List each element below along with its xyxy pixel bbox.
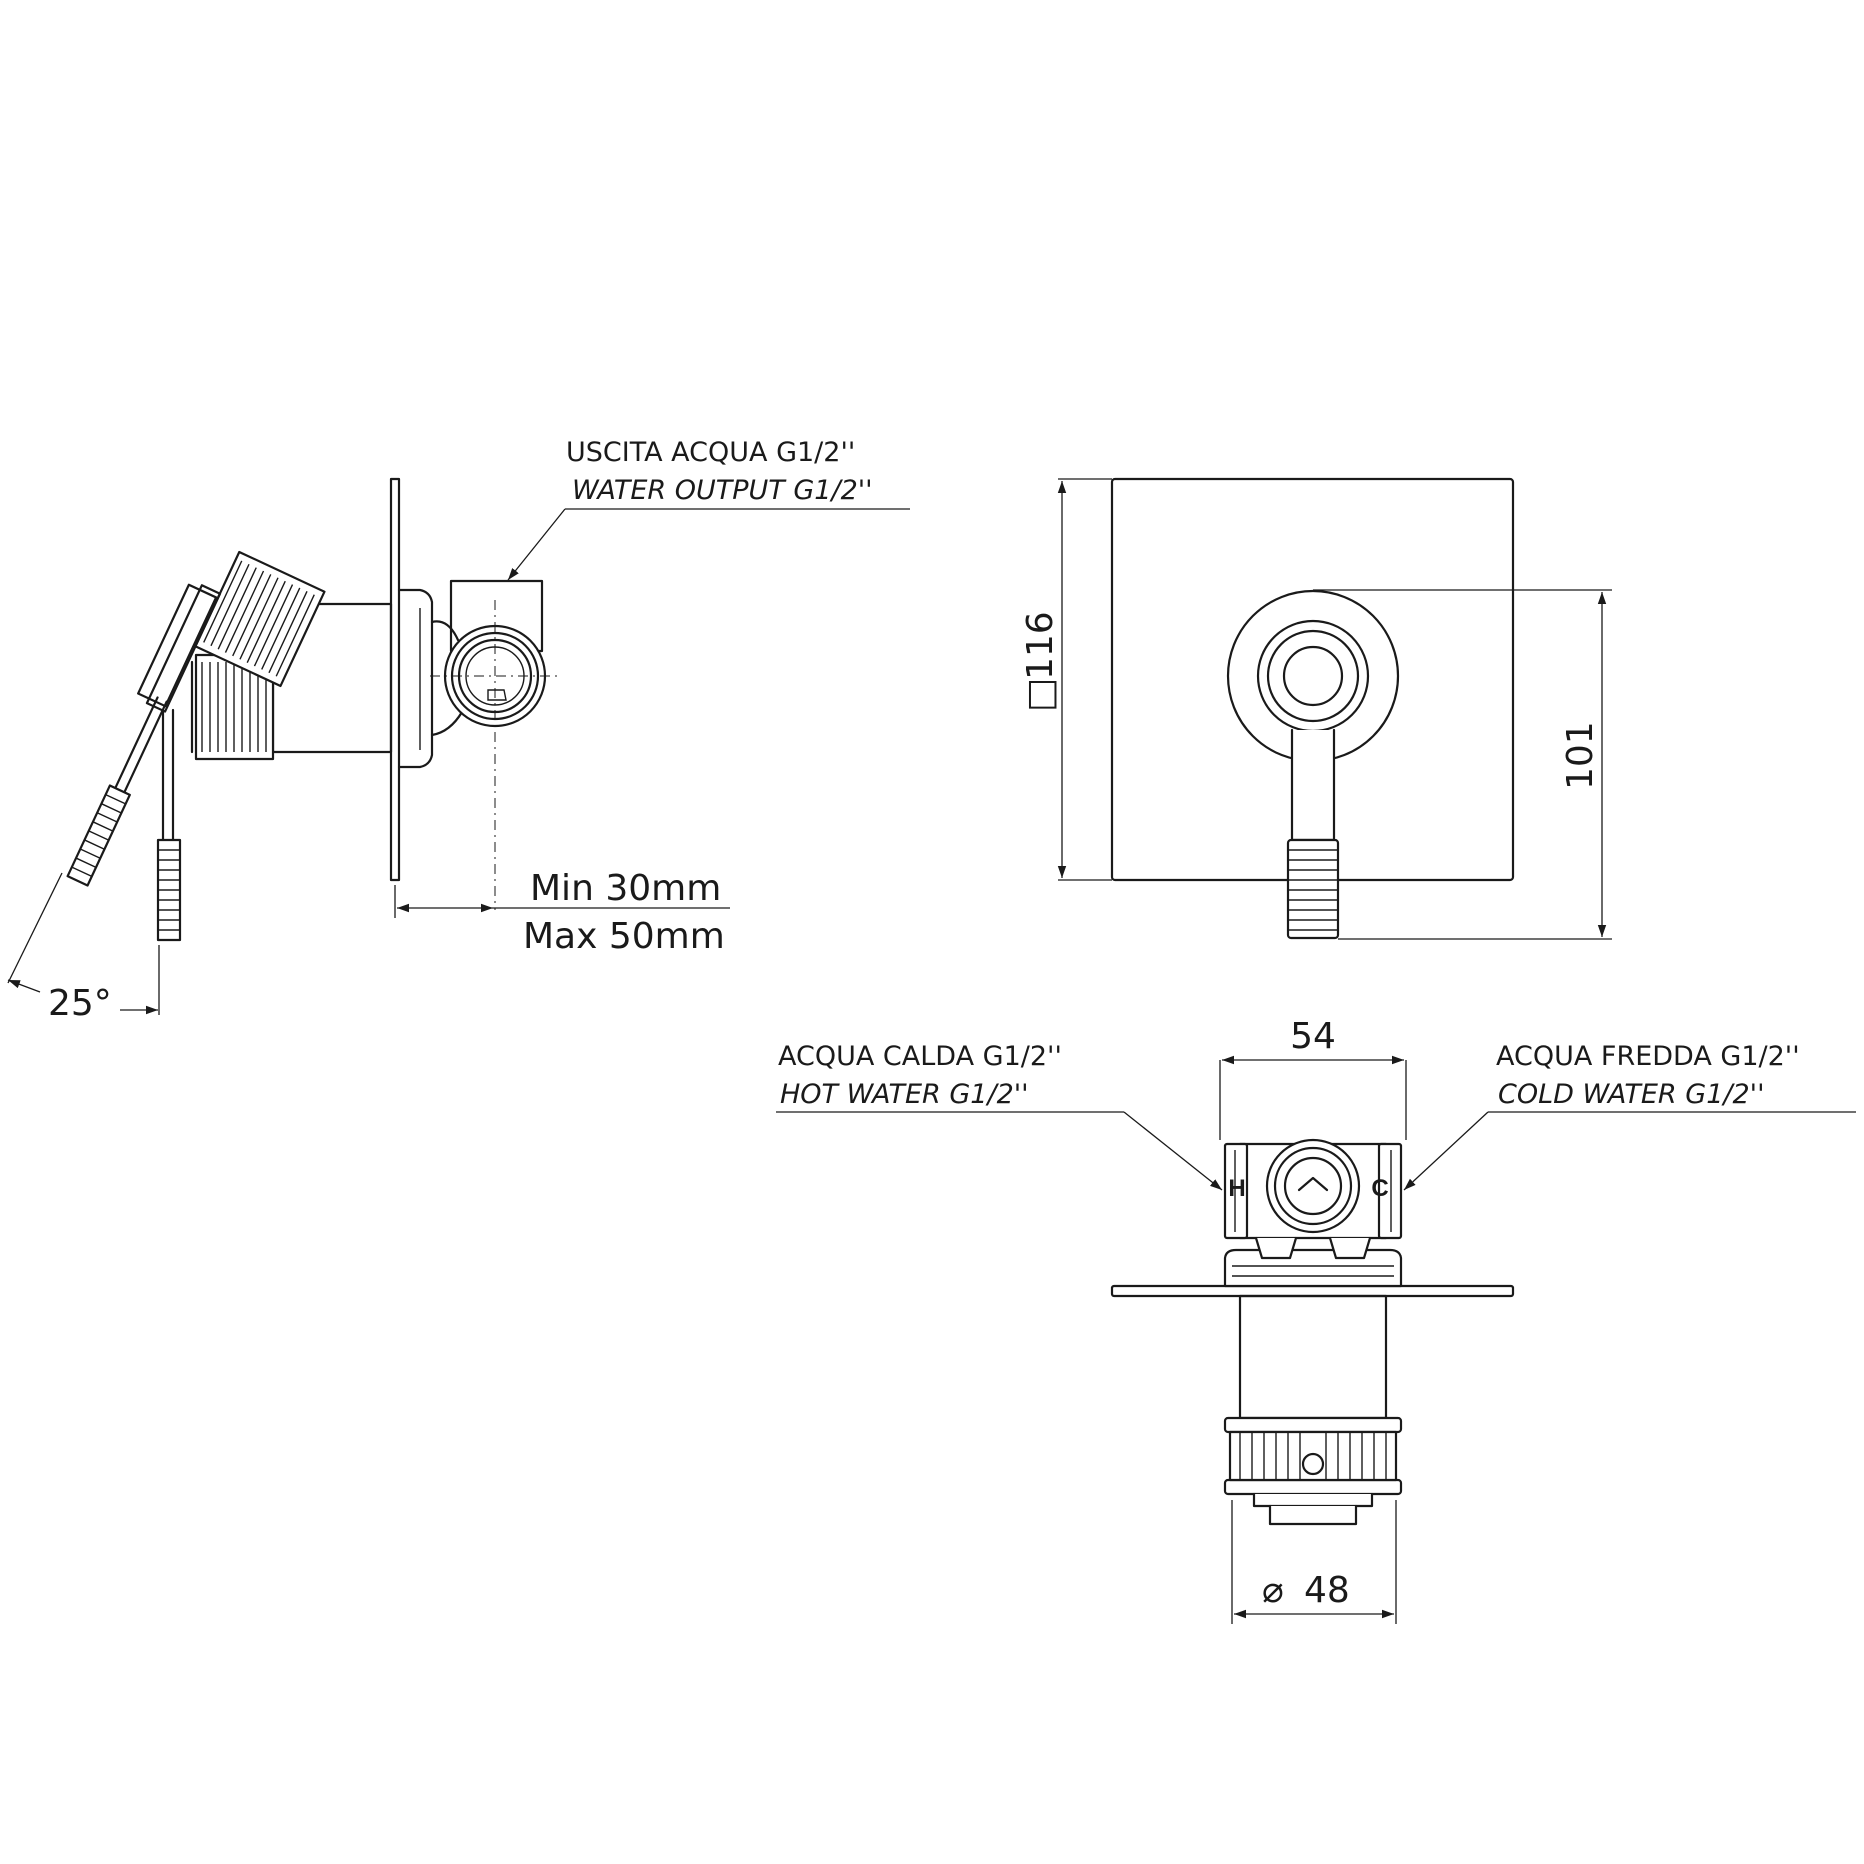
hot-inlet [1223,1142,1249,1240]
front-lever-grip [1286,838,1340,940]
plate-size-label: 116 [1020,611,1061,680]
side-wall-plate [389,477,401,882]
hot-water-label-it: ACQUA CALDA G1/2'' [778,1041,1062,1072]
top-view: H C 54 [776,1016,1856,1624]
cold-water-callout: ACQUA FREDDA G1/2'' COLD WATER G1/2'' [1403,1041,1856,1191]
diameter-symbol: ⌀ [1262,1570,1284,1611]
plate-size-dimension: □ 116 [1020,478,1112,881]
top-outlet-marker [1297,1176,1329,1192]
top-outlet [1265,1138,1361,1234]
water-output-label-en: WATER OUTPUT G1/2'' [572,475,873,506]
front-knob-inner [1282,645,1344,707]
water-output-label-it: USCITA ACQUA G1/2'' [566,437,855,468]
depth-min-label: Min 30mm [530,868,721,909]
side-view: 25° Min 30mm Max 50mm USCITA ACQUA G1/2'… [7,437,910,1024]
height-label: 101 [1560,721,1601,790]
cold-marker: C [1371,1175,1388,1202]
cold-water-label-en: COLD WATER G1/2'' [1498,1079,1765,1110]
angle-label: 25° [48,983,112,1024]
side-lever-plate [137,583,222,713]
depth-max-label: Max 50mm [523,916,725,957]
height-dimension: 101 [1313,589,1612,940]
cold-water-label-it: ACQUA FREDDA G1/2'' [1496,1041,1800,1072]
front-lever-stem [1290,728,1336,842]
water-output-callout: USCITA ACQUA G1/2'' WATER OUTPUT G1/2'' [507,437,910,581]
angle-dimension: 25° [7,872,160,1024]
top-wall-plate [1110,1284,1515,1298]
side-lever-head [194,550,326,688]
side-lever-tilted [66,696,168,887]
side-lever-straight [156,708,182,942]
top-knurled-knob [1223,1416,1403,1526]
diameter-dimension: ⌀ 48 [1231,1500,1397,1624]
side-connector-neck [430,620,464,737]
body-width-label: 54 [1290,1016,1336,1057]
depth-dimension: Min 30mm Max 50mm [394,868,730,957]
side-flange [397,588,434,769]
hot-water-label-en: HOT WATER G1/2'' [780,1079,1029,1110]
plate-size-symbol: □ [1020,678,1061,712]
top-body-cylinder [1238,1294,1388,1420]
body-width-dimension: 54 [1219,1016,1407,1140]
diameter-label: 48 [1304,1570,1350,1611]
hot-marker: H [1228,1175,1245,1202]
front-view: □ 116 101 [1020,477,1612,940]
hot-water-callout: ACQUA CALDA G1/2'' HOT WATER G1/2'' [776,1041,1223,1191]
cold-inlet [1377,1142,1403,1240]
top-valve-base [1223,1248,1403,1288]
